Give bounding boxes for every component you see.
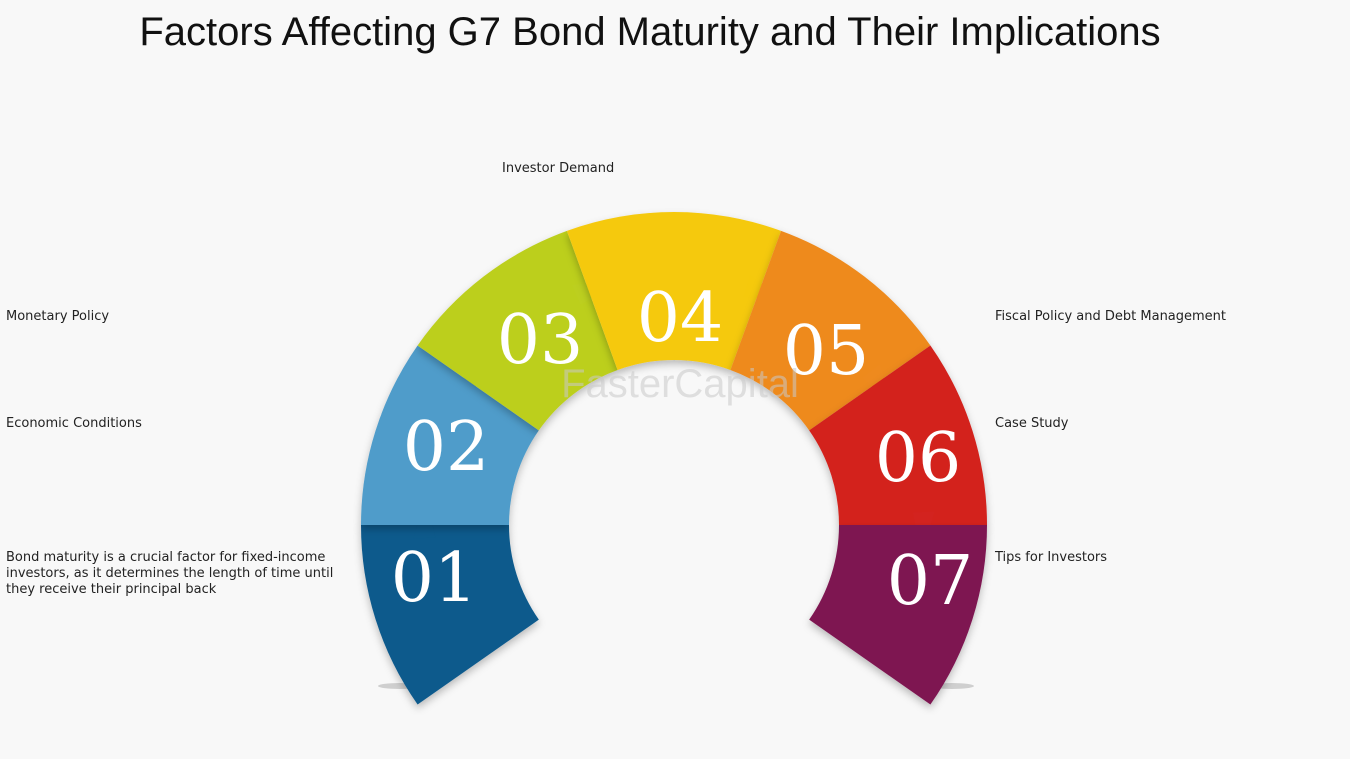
segment-number-03: 03	[497, 301, 584, 380]
segment-number-06: 06	[875, 419, 962, 498]
segment-02	[361, 345, 539, 525]
segment-07	[809, 525, 987, 705]
segment-label-02: Economic Conditions	[6, 416, 142, 431]
segment-05	[730, 230, 931, 431]
segment-number-07: 07	[887, 542, 974, 621]
segment-01	[361, 525, 539, 705]
segment-03	[417, 230, 618, 431]
watermark-text: FasterCapital	[561, 362, 799, 406]
segment-06	[809, 345, 987, 525]
segment-label-06: Case Study	[995, 416, 1069, 431]
segment-number-02: 02	[403, 408, 490, 487]
page-title: Factors Affecting G7 Bond Maturity and T…	[139, 10, 1161, 54]
segment-label-05: Fiscal Policy and Debt Management	[995, 309, 1227, 324]
segment-label-01: Bond maturity is a crucial factor for fi…	[6, 550, 334, 597]
segment-label-04: Investor Demand	[502, 161, 615, 176]
segment-label-07: Tips for Investors	[995, 550, 1108, 565]
segment-number-04: 04	[637, 279, 724, 358]
segment-number-05: 05	[783, 312, 870, 391]
segment-04	[566, 211, 782, 370]
segment-label-03: Monetary Policy	[6, 309, 110, 324]
segment-number-01: 01	[391, 539, 478, 618]
